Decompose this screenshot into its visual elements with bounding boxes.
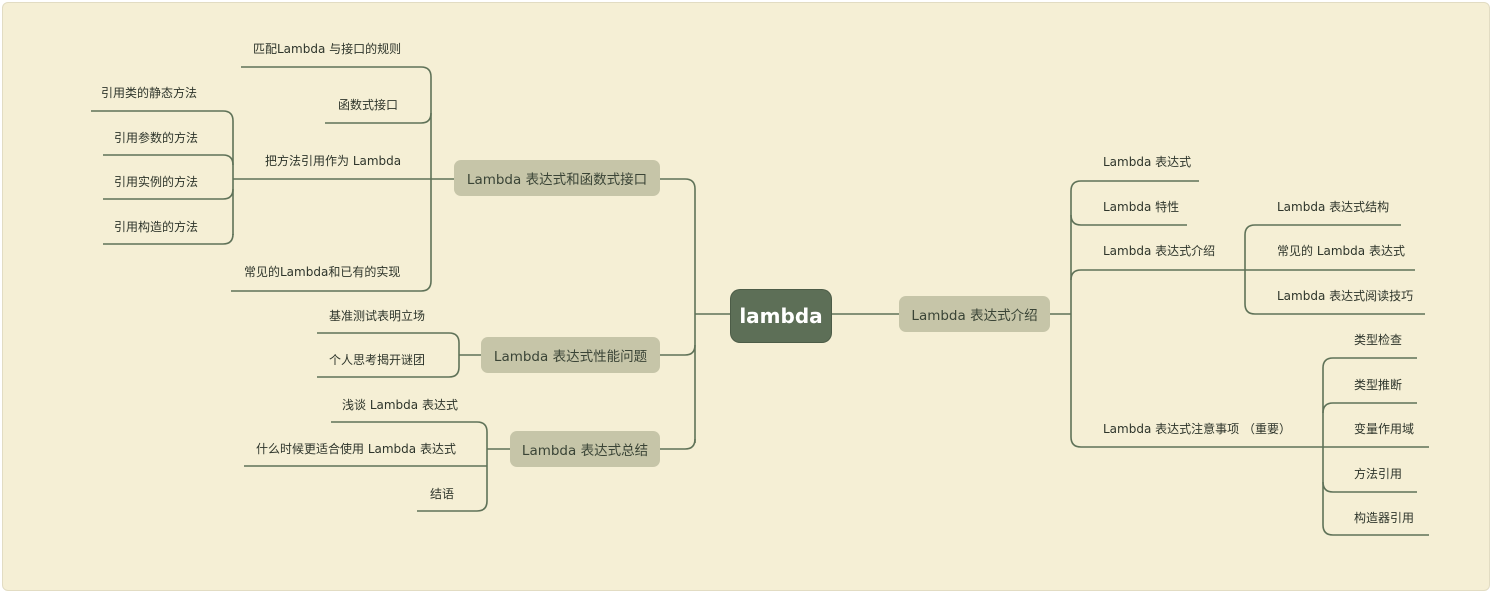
node-when-to-use-lambda[interactable]: 什么时候更适合使用 Lambda 表达式 [256,442,456,456]
node-instance-method-ref[interactable]: 引用实例的方法 [114,175,199,189]
node-method-reference[interactable]: 把方法引用作为 Lambda [265,154,402,168]
node-lambda-intro-detail[interactable]: Lambda 表达式介绍 [1103,244,1216,258]
node-lambda-structure[interactable]: Lambda 表达式结构 [1277,200,1390,214]
node-lambda-notes[interactable]: Lambda 表达式注意事项 （重要） [1103,422,1291,436]
node-type-checking[interactable]: 类型检查 [1354,333,1403,347]
connector-lines [91,66,1429,536]
node-method-reference-note[interactable]: 方法引用 [1354,467,1403,481]
node-conclusion[interactable]: 结语 [430,487,455,501]
node-functional-interface[interactable]: 函数式接口 [338,98,399,112]
node-benchmark[interactable]: 基准测试表明立场 [329,309,426,323]
node-variable-scope[interactable]: 变量作用域 [1354,422,1415,436]
node-lambda-reading-tips[interactable]: Lambda 表达式阅读技巧 [1277,289,1414,303]
node-lambda-feature[interactable]: Lambda 特性 [1103,200,1180,214]
node-constructor-reference[interactable]: 构造器引用 [1354,511,1415,525]
topic-lambda-intro[interactable]: Lambda 表达式介绍 [899,296,1050,332]
node-interface-matching-rules[interactable]: 匹配Lambda 与接口的规则 [253,42,402,56]
node-parameter-method-ref[interactable]: 引用参数的方法 [114,131,199,145]
node-common-lambda-impl[interactable]: 常见的Lambda和已有的实现 [244,265,401,279]
node-lambda-expression[interactable]: Lambda 表达式 [1103,155,1192,169]
node-brief-lambda[interactable]: 浅谈 Lambda 表达式 [342,398,458,412]
topic-lambda-functional-interfaces[interactable]: Lambda 表达式和函数式接口 [454,160,660,196]
topic-lambda-summary[interactable]: Lambda 表达式总结 [510,431,660,467]
node-personal-thoughts[interactable]: 个人思考揭开谜团 [329,353,426,367]
node-static-method-ref[interactable]: 引用类的静态方法 [101,86,198,100]
node-common-lambda-expressions[interactable]: 常见的 Lambda 表达式 [1277,244,1405,258]
topic-lambda-performance[interactable]: Lambda 表达式性能问题 [481,337,660,373]
root-node[interactable]: lambda [731,290,831,342]
node-constructor-ref[interactable]: 引用构造的方法 [114,220,199,234]
node-type-inference[interactable]: 类型推断 [1354,378,1403,392]
